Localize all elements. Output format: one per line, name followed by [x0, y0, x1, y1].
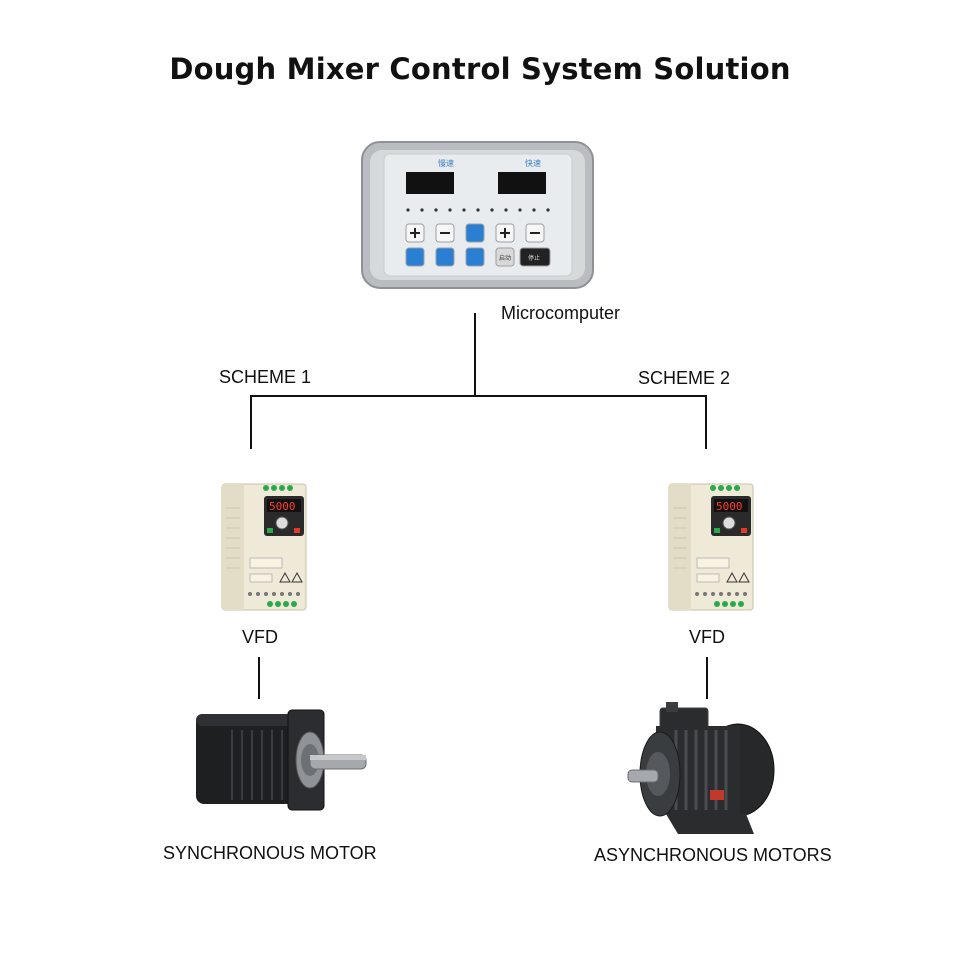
- svg-text:快速: 快速: [525, 158, 541, 168]
- svg-text:启动: 启动: [499, 254, 511, 262]
- scheme-2-motor-line: [706, 657, 708, 699]
- scheme-1-vfd-label: VFD: [242, 627, 278, 648]
- microcomputer-label: Microcomputer: [501, 303, 620, 324]
- vfd-icon: 5000: [667, 478, 757, 613]
- scheme-2-vfd-label: VFD: [689, 627, 725, 648]
- scheme-1-drop-line: [250, 395, 252, 449]
- scheme-1-motor-line: [258, 657, 260, 699]
- svg-text:停止: 停止: [528, 254, 540, 262]
- diagram-title: Dough Mixer Control System Solution: [0, 52, 960, 86]
- trunk-line: [474, 313, 476, 397]
- scheme-2-motor-label: ASYNCHRONOUS MOTORS: [594, 845, 832, 866]
- induction-motor-icon: [626, 700, 778, 838]
- scheme-2-label: SCHEME 2: [638, 368, 730, 389]
- branch-line: [250, 395, 707, 397]
- servo-motor-icon: [192, 706, 372, 814]
- svg-text:5000: 5000: [716, 500, 743, 513]
- scheme-1-motor-label: SYNCHRONOUS MOTOR: [163, 843, 377, 864]
- microcomputer-panel-icon: 慢速 快速 启动 停止: [360, 140, 595, 290]
- svg-text:慢速: 慢速: [438, 158, 454, 168]
- scheme-2-drop-line: [705, 395, 707, 449]
- vfd-icon: 5000: [220, 478, 310, 613]
- svg-text:5000: 5000: [269, 500, 296, 513]
- scheme-1-label: SCHEME 1: [219, 367, 311, 388]
